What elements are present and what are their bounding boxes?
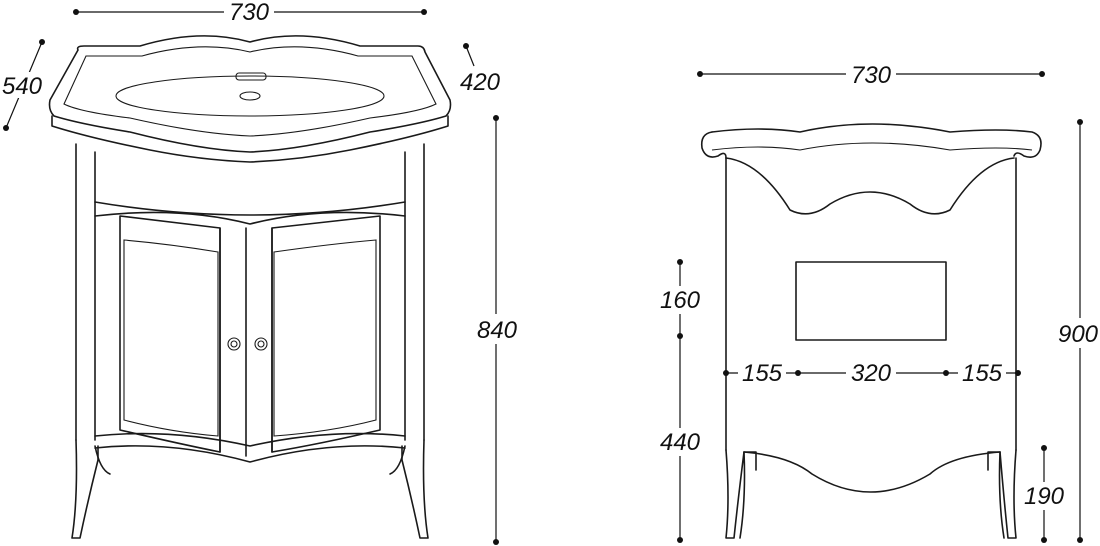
basin-top-rim	[48, 35, 452, 153]
side-height-label: 900	[1058, 321, 1099, 348]
side-right-leg	[987, 449, 1017, 539]
dim-dot	[3, 125, 9, 131]
right-door	[271, 215, 381, 453]
dim-dot	[39, 39, 45, 45]
bottom-apron-lower	[94, 445, 406, 463]
left-knob	[227, 337, 241, 351]
lower-height-label: 440	[660, 429, 701, 456]
dim-dot	[943, 370, 949, 376]
label-bg	[656, 286, 702, 314]
dim-dot	[723, 370, 729, 376]
label-bg	[1056, 318, 1100, 348]
center-width-label: 320	[851, 360, 892, 387]
faucet-hole	[235, 72, 267, 81]
dim-dot	[493, 115, 499, 121]
label-bg	[958, 360, 1006, 386]
right-knob-inner	[257, 340, 265, 348]
front-view: 730 540 420 840	[0, 0, 520, 545]
side-width-label: 730	[851, 62, 892, 89]
dim-dot	[463, 43, 469, 49]
dim-dot	[1041, 445, 1047, 451]
label-bg	[846, 62, 896, 86]
front-width-label: 730	[229, 0, 270, 26]
top-rail-upper	[94, 201, 406, 216]
right-door-panel	[273, 239, 377, 437]
basin-inner-rim	[63, 46, 437, 137]
dim-dot	[1015, 370, 1021, 376]
front-dimensions: 730 540 420 840	[0, 0, 520, 545]
side-dimensions: 730 900 160 440 190	[656, 62, 1100, 543]
front-depth-outer-label: 540	[2, 73, 43, 100]
right-knob	[254, 337, 268, 351]
side-top	[711, 123, 1042, 158]
basin	[48, 35, 452, 163]
right-leg-inner	[389, 445, 406, 475]
back-opening-hatched	[795, 261, 947, 341]
cabinet	[71, 143, 429, 539]
side-left-leg-front	[739, 451, 746, 539]
left-door-panel	[123, 239, 219, 437]
label-bg	[474, 314, 520, 344]
leg-height-label: 190	[1024, 483, 1065, 510]
dim-dot	[493, 539, 499, 545]
side-top-left-curl	[700, 131, 727, 159]
right-offset-label: 155	[962, 360, 1003, 387]
left-leg	[71, 439, 99, 539]
front-height-label: 840	[477, 317, 518, 344]
dim-dot	[421, 9, 427, 15]
label-bg	[224, 0, 274, 24]
bottom-apron-upper	[94, 432, 406, 447]
top-rail-lower	[94, 211, 406, 225]
dim-dot	[73, 9, 79, 15]
left-leg-inner	[94, 445, 111, 475]
basin-drain	[239, 91, 261, 101]
basin-lower-edge	[51, 115, 449, 163]
side-view: 730 900 160 440 190	[656, 62, 1100, 543]
label-bg	[0, 72, 46, 98]
side-scallop	[725, 157, 1015, 215]
front-depth-inner-label: 420	[460, 69, 501, 96]
left-door	[119, 215, 221, 453]
side-right-leg-front	[998, 451, 1005, 539]
dim-dot	[697, 71, 703, 77]
dim-dot	[1039, 71, 1045, 77]
label-bg	[656, 428, 702, 456]
right-leg	[401, 439, 429, 539]
upper-height-label: 160	[660, 287, 701, 314]
label-bg	[1022, 482, 1068, 510]
dim-dot	[677, 259, 683, 265]
side-left-leg	[725, 449, 757, 539]
side-bottom-apron	[743, 451, 1001, 493]
dim-dot	[1077, 537, 1083, 543]
dim-dot	[1041, 537, 1047, 543]
basin-bowl	[115, 75, 385, 117]
dim-dot	[1077, 119, 1083, 125]
dim-dot	[795, 370, 801, 376]
left-knob-inner	[230, 340, 238, 348]
side-top-lower-edge	[711, 142, 1033, 151]
label-bg	[738, 360, 786, 386]
left-offset-label: 155	[742, 360, 783, 387]
dim-dot	[677, 537, 683, 543]
label-bg	[846, 360, 896, 386]
inner-depth-dimension-line	[465, 45, 475, 67]
